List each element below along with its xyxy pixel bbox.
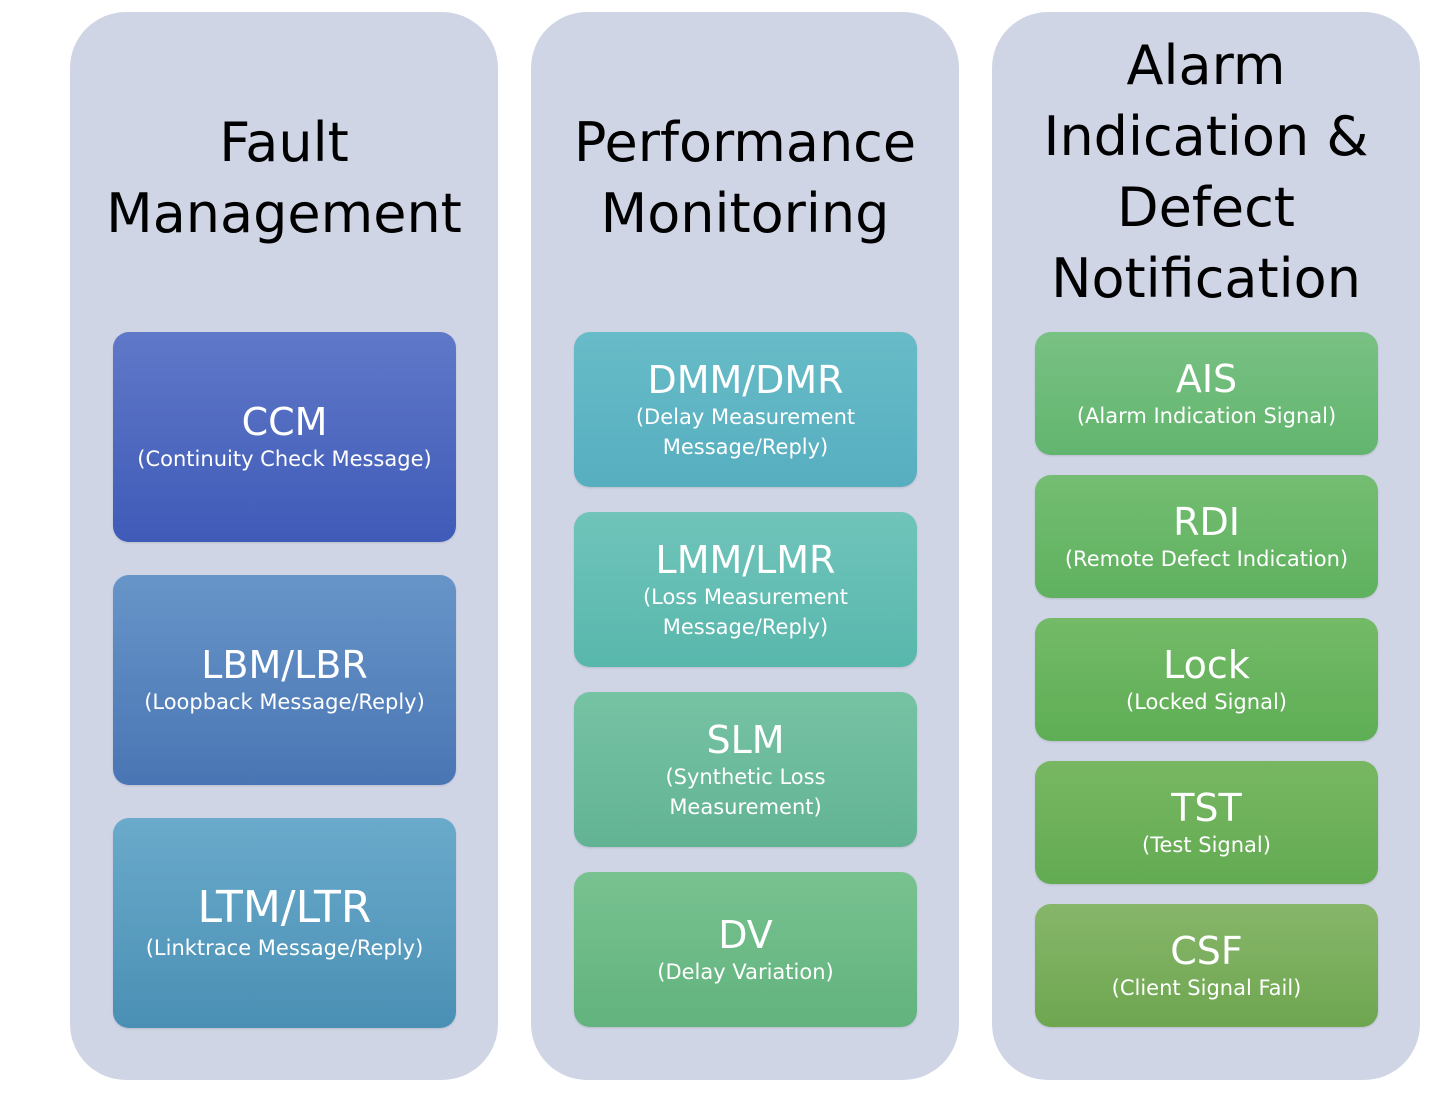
item-box-lbm-lbr: LBM/LBR (Loopback Message/Reply) (113, 575, 456, 785)
item-box-dv: DV (Delay Variation) (574, 872, 917, 1027)
item-full-name: (Synthetic Loss Measurement) (665, 764, 826, 819)
item-abbr: LMM/LMR (655, 537, 836, 582)
column-fault-management: Fault Management CCM (Continuity Check M… (70, 12, 498, 1080)
item-full-name: (Delay Measurement Message/Reply) (635, 404, 856, 459)
item-full-name: (Alarm Indication Signal) (1076, 403, 1337, 428)
item-full-name: (Continuity Check Message) (137, 447, 432, 471)
title-line: Management (106, 182, 462, 245)
column-title: Fault Management (70, 107, 498, 249)
item-abbr: Lock (1163, 642, 1250, 687)
item-abbr: DMM/DMR (647, 357, 844, 402)
title-line: Performance (573, 111, 917, 174)
item-full-name: (Linktrace Message/Reply) (145, 936, 424, 960)
item-box-slm: SLM (Synthetic Loss Measurement) (574, 692, 917, 847)
title-line: Defect (1117, 176, 1295, 239)
item-abbr: CSF (1170, 928, 1243, 973)
item-abbr: AIS (1175, 356, 1238, 401)
item-full-name: (Remote Defect Indication) (1064, 546, 1349, 571)
item-box-ccm: CCM (Continuity Check Message) (113, 332, 456, 542)
title-line: Fault (219, 111, 349, 174)
column-title: Performance Monitoring (531, 107, 959, 249)
title-line: Notification (1051, 247, 1361, 310)
title-line: Indication & (1043, 105, 1369, 168)
column-alarm-indication: Alarm Indication & Defect Notification A… (992, 12, 1420, 1080)
title-line: Monitoring (600, 182, 890, 245)
item-full-name: (Test Signal) (1142, 832, 1271, 857)
item-full-name: (Loopback Message/Reply) (144, 690, 425, 714)
column-title: Alarm Indication & Defect Notification (992, 30, 1420, 314)
item-abbr: CCM (241, 400, 328, 444)
item-abbr: DV (718, 912, 773, 957)
item-box-csf: CSF (Client Signal Fail) (1035, 904, 1378, 1027)
item-box-ais: AIS (Alarm Indication Signal) (1035, 332, 1378, 455)
column-performance-monitoring: Performance Monitoring DMM/DMR (Delay Me… (531, 12, 959, 1080)
item-box-ltm-ltr: LTM/LTR (Linktrace Message/Reply) (113, 818, 456, 1028)
item-box-tst: TST (Test Signal) (1035, 761, 1378, 884)
item-full-name: (Delay Variation) (657, 959, 834, 984)
item-full-name: (Client Signal Fail) (1111, 975, 1302, 1000)
item-box-dmm-dmr: DMM/DMR (Delay Measurement Message/Reply… (574, 332, 917, 487)
item-abbr: LTM/LTR (197, 882, 372, 933)
item-full-name: (Loss Measurement Message/Reply) (642, 584, 849, 639)
item-box-lmm-lmr: LMM/LMR (Loss Measurement Message/Reply) (574, 512, 917, 667)
item-abbr: SLM (706, 717, 785, 762)
item-abbr: LBM/LBR (201, 643, 368, 687)
item-abbr: TST (1171, 785, 1242, 830)
item-full-name: (Locked Signal) (1126, 689, 1287, 714)
item-box-lock: Lock (Locked Signal) (1035, 618, 1378, 741)
title-line: Alarm (1126, 34, 1286, 97)
item-box-rdi: RDI (Remote Defect Indication) (1035, 475, 1378, 598)
item-abbr: RDI (1173, 499, 1240, 544)
